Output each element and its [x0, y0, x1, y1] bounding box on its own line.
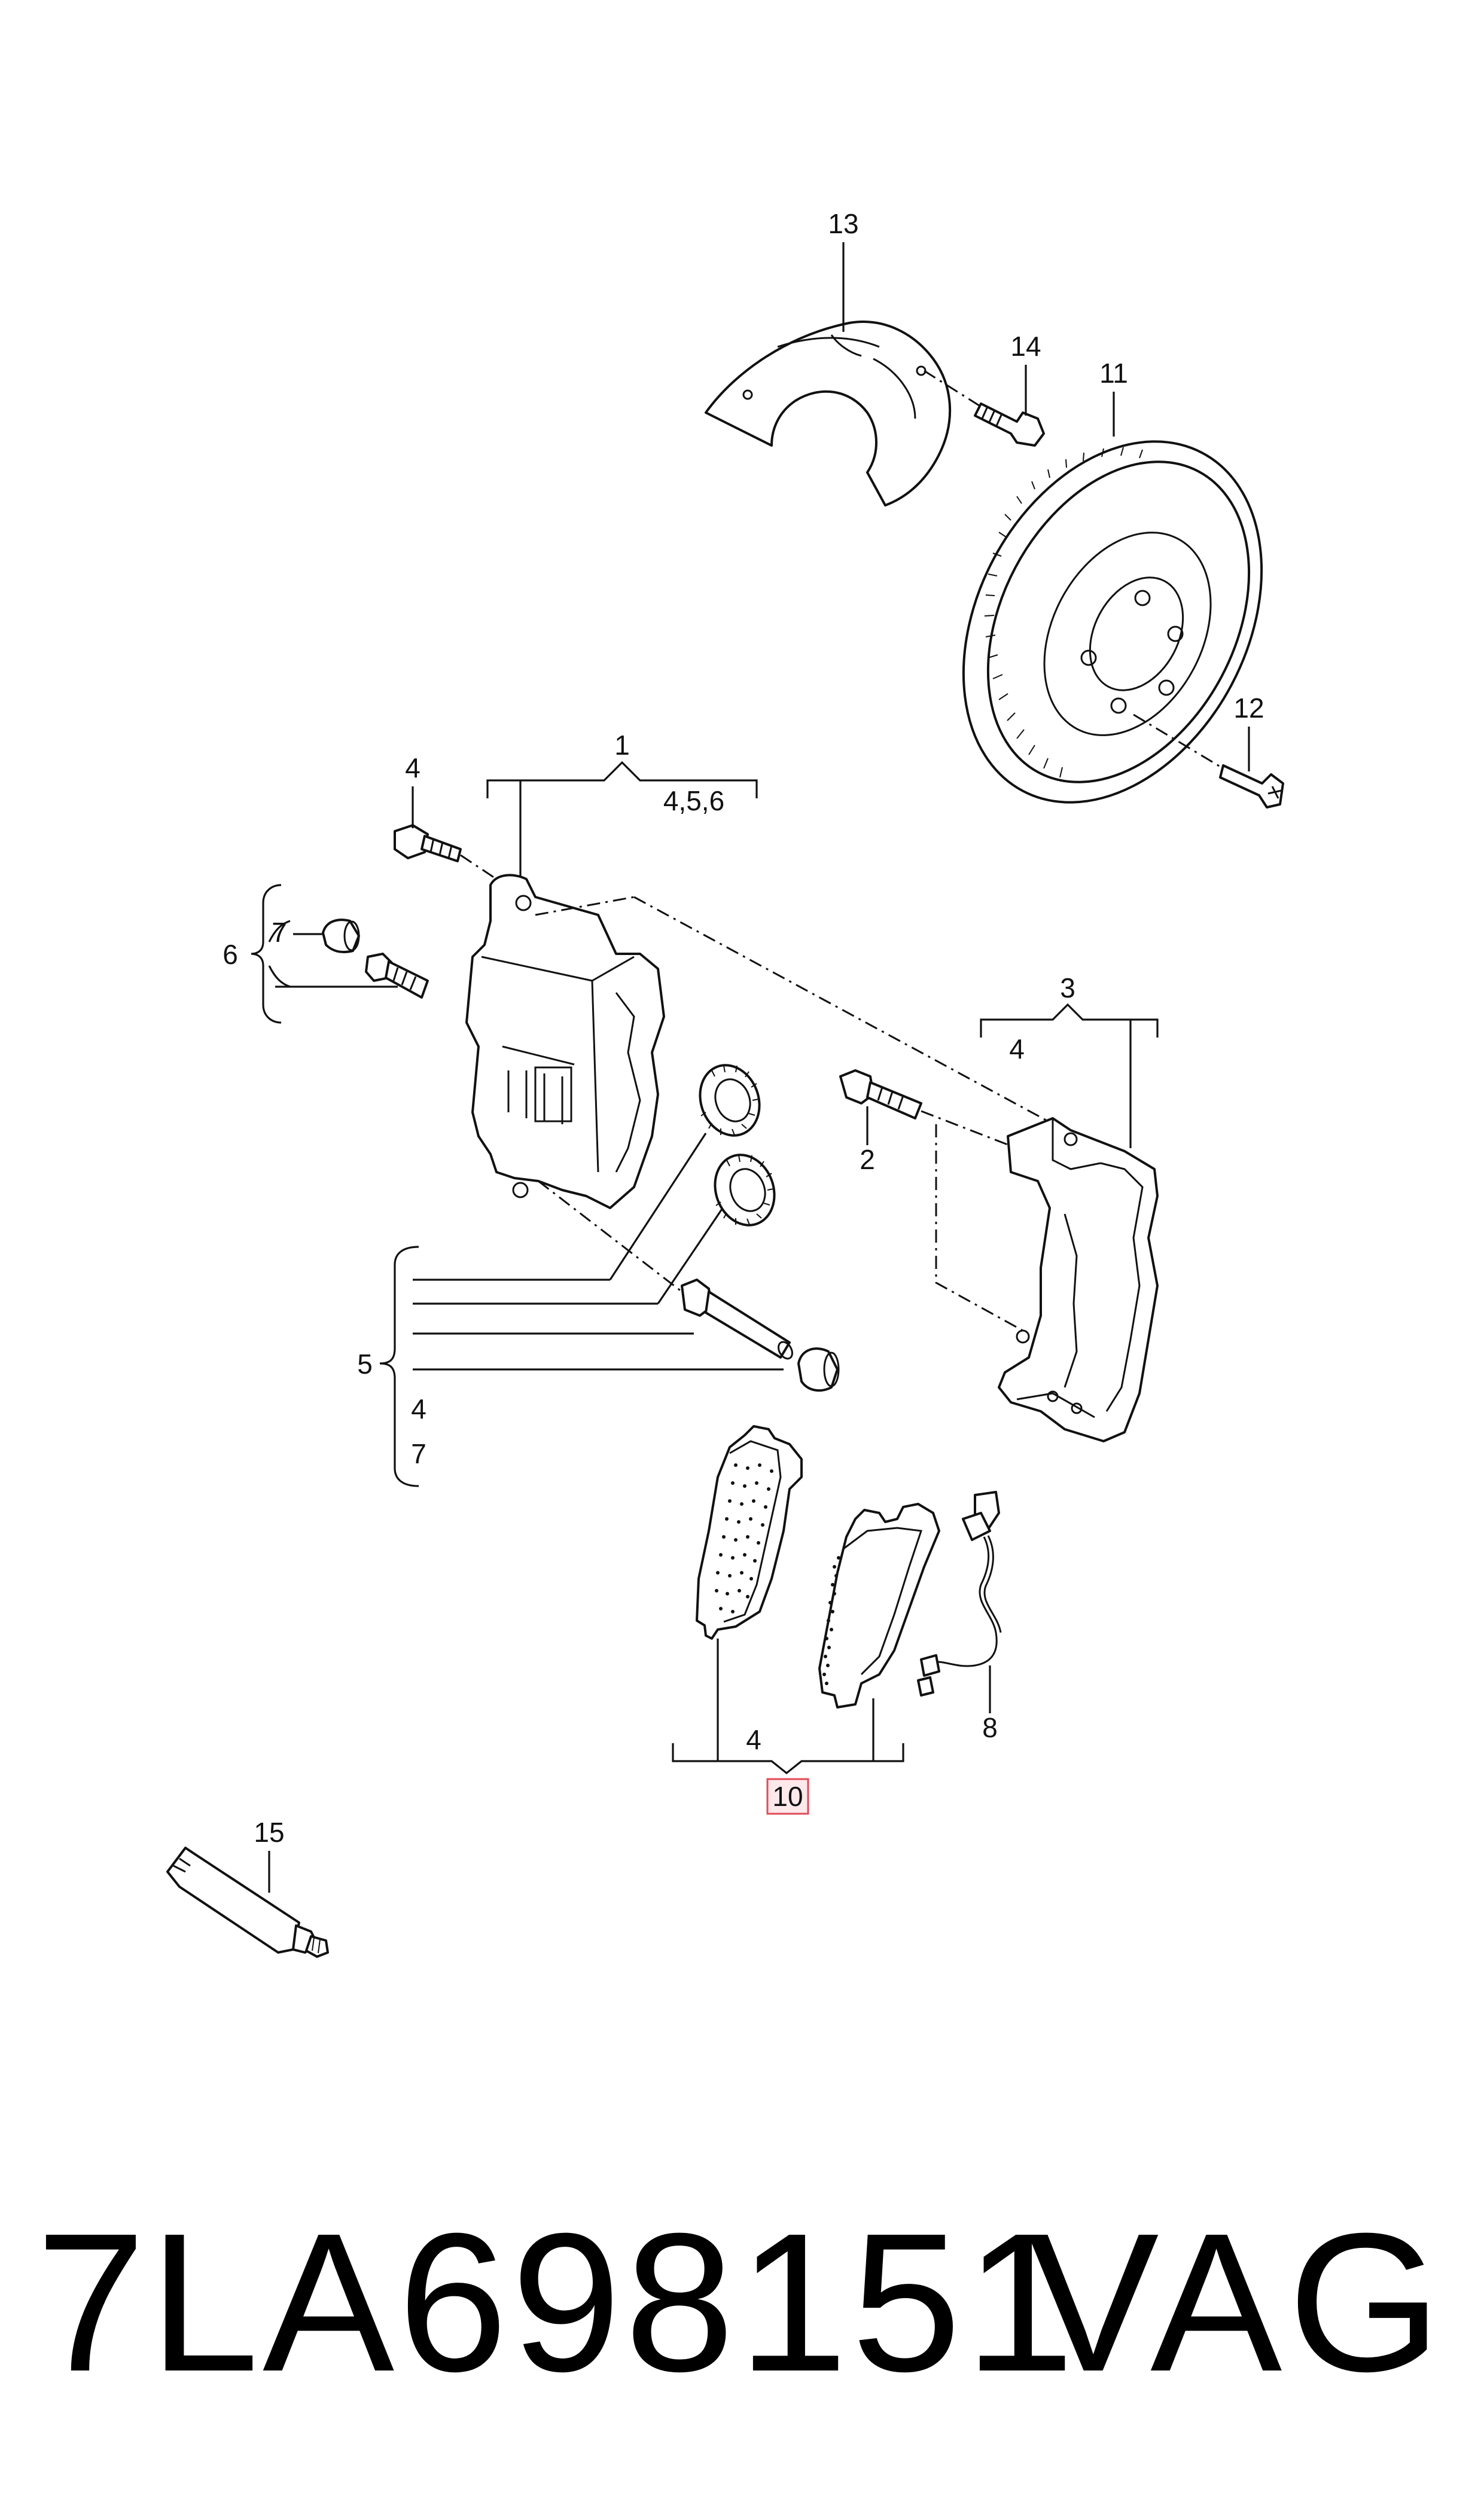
callout-3: 3: [1060, 972, 1075, 1003]
pad-texture-dots-b: [822, 1556, 840, 1685]
brake-caliper-part-1: [465, 874, 665, 1209]
axis-line-4: [460, 854, 497, 880]
callout-5-sub-b: 7: [411, 1438, 426, 1469]
bracket-3: [980, 1003, 1159, 1038]
brace-6: [251, 884, 282, 1024]
guide-cap-part-5d: [797, 1347, 840, 1392]
callout-5-sub-a: 4: [411, 1393, 426, 1424]
callout-2: 2: [860, 1144, 875, 1175]
callout-8: 8: [982, 1712, 998, 1743]
axis-line-3: [935, 1124, 1023, 1332]
callout-3-sub: 4: [1009, 1033, 1025, 1064]
axis-line-5: [538, 1180, 682, 1293]
callout-7: 7: [272, 917, 287, 948]
axis-line-1: [535, 896, 635, 916]
pad-texture-dots-a: [715, 1463, 773, 1613]
bleed-screw-part-6: [365, 953, 429, 999]
callout-5: 5: [357, 1349, 373, 1380]
leader-5a-b: [609, 1133, 707, 1280]
callout-1: 1: [614, 730, 630, 761]
highlight-box-10[interactable]: [766, 1778, 809, 1815]
axis-line-2: [921, 1110, 1017, 1149]
bolt-part-4: [394, 824, 462, 862]
callout-1-sub: 4,5,6: [663, 785, 724, 816]
callout-6: 6: [223, 939, 238, 970]
brake-pad-part-10a: [696, 1425, 803, 1640]
callout-10-sub: 4: [746, 1724, 761, 1755]
brake-pad-part-10b: [818, 1503, 940, 1709]
brake-disc-part-11: [962, 440, 1263, 804]
axis-line-12: [1133, 713, 1224, 770]
guide-pin-part-5c: [681, 1279, 793, 1360]
wear-sensor-part-8: [917, 1491, 1002, 1697]
axis-line-14: [924, 370, 982, 408]
bracket-1: [486, 761, 758, 798]
callout-13: 13: [828, 208, 858, 239]
bolt-part-2: [839, 1069, 922, 1119]
guide-sleeve-part-5b: [714, 1154, 776, 1227]
callout-11: 11: [1099, 358, 1128, 389]
bolt-part-14: [974, 402, 1045, 447]
axis-line-1b: [633, 896, 1065, 1131]
bracket-10: [672, 1743, 904, 1775]
leader-5b-b: [657, 1201, 728, 1304]
part-number: 7LA698151: [36, 2192, 1078, 2412]
callout-10[interactable]: 10: [772, 1781, 803, 1812]
guide-sleeve-part-5a: [699, 1064, 761, 1137]
footer: 7LA698151 VAG: [36, 2189, 1448, 2412]
dust-cap-part-7: [322, 919, 360, 953]
callout-15: 15: [254, 1817, 284, 1848]
brace-5: [379, 1246, 419, 1487]
screw-part-12: [1219, 764, 1284, 809]
callout-4-bolt: 4: [405, 752, 420, 783]
caliper-carrier-part-3: [998, 1117, 1159, 1442]
callout-14: 14: [1010, 331, 1041, 362]
callout-12: 12: [1233, 692, 1264, 724]
brand-name: VAG: [1027, 2192, 1448, 2412]
grease-tube-part-15: [166, 1847, 329, 1958]
splash-shield-part-13: [705, 321, 952, 507]
